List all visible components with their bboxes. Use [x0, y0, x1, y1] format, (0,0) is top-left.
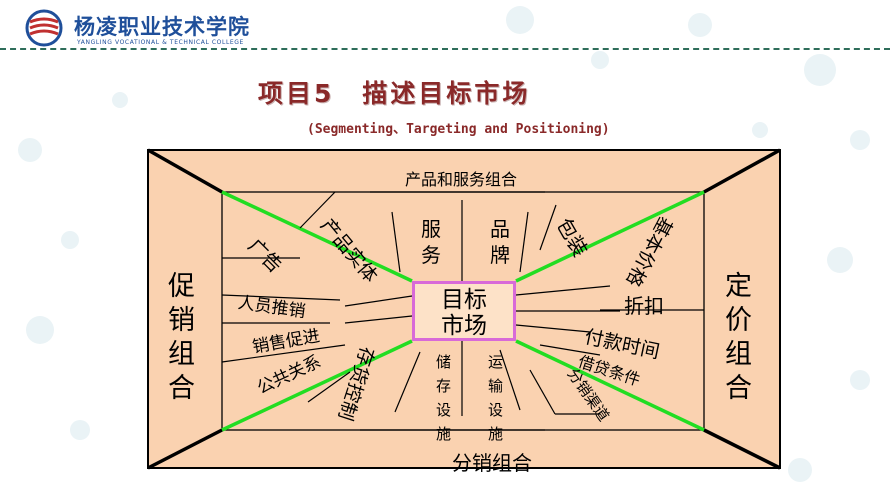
school-emblem-icon [25, 9, 63, 47]
header-divider [0, 48, 890, 50]
storage-facility-label: 储 存 设 施 [436, 353, 452, 443]
promotion-mix-label: 促 销 组 合 [168, 271, 195, 404]
distribution-mix-label: 分销组合 [452, 451, 532, 475]
pricing-mix-label: 定 价 组 合 [725, 271, 752, 404]
discount-label: 折扣 [624, 294, 664, 318]
page-title: 项目5 描述目标市场 [258, 79, 531, 108]
school-name-cn: 杨凌职业技术学院 [74, 15, 250, 39]
school-name-en: YANGLING VOCATIONAL & TECHNICAL COLLEGE [77, 39, 244, 46]
brand-label: 品 牌 [490, 217, 510, 267]
divider-lines [221, 191, 704, 431]
corner-diagonals [147, 148, 781, 470]
target-market-box: 目标 市场 [412, 281, 516, 341]
target-market-label: 目标 市场 [441, 287, 487, 339]
school-logo: 杨凌职业技术学院 YANGLING VOCATIONAL & TECHNICAL… [22, 6, 322, 50]
product-service-mix-label: 产品和服务组合 [405, 170, 518, 189]
highlight-lines [221, 190, 705, 432]
page-subtitle: (Segmenting、Targeting and Positioning) [307, 122, 610, 137]
transport-facility-label: 运 输 设 施 [488, 353, 504, 443]
service-label: 服 务 [421, 217, 441, 267]
